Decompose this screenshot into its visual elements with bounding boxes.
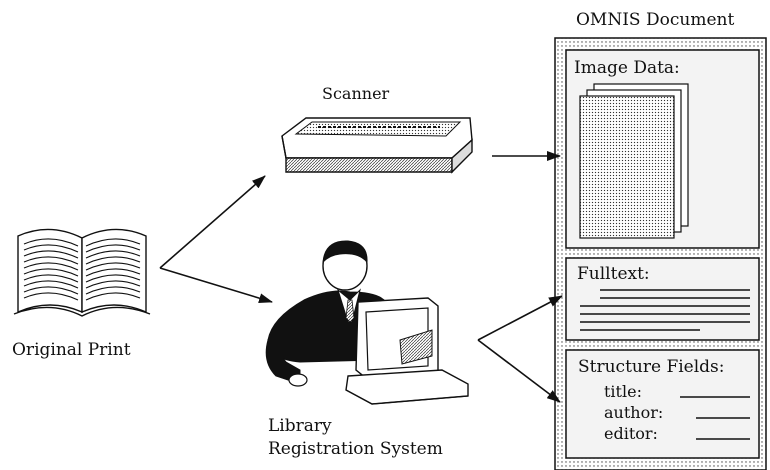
open-book-icon	[13, 228, 151, 317]
image-data-heading: Image Data:	[574, 58, 680, 78]
field-label-author: author:	[604, 403, 664, 422]
fulltext-lines	[580, 289, 750, 331]
omnis-document-title: OMNIS Document	[576, 10, 735, 30]
operator-at-computer-icon	[265, 240, 469, 405]
field-label-title: title:	[604, 382, 642, 401]
flow-arrows	[159, 151, 563, 403]
arrow-book-to-registration	[159, 267, 273, 304]
arrow-registration-to-fulltext	[477, 295, 563, 341]
structure-fields-box	[565, 349, 760, 459]
arrow-book-to-scanner	[159, 175, 266, 269]
original-print-label: Original Print	[12, 340, 131, 360]
structure-fields-heading: Structure Fields:	[578, 357, 725, 377]
structure-field-lines	[680, 396, 750, 440]
arrow-registration-to-structure	[477, 339, 561, 403]
page-stack-icon	[579, 83, 689, 239]
library-label-line2: Registration System	[268, 439, 443, 459]
scanner-icon	[281, 117, 473, 174]
fulltext-heading: Fulltext:	[577, 264, 650, 284]
scanner-label: Scanner	[322, 84, 390, 103]
fulltext-box	[565, 257, 760, 341]
library-label-line1: Library	[268, 416, 332, 436]
field-label-editor: editor:	[604, 424, 658, 443]
